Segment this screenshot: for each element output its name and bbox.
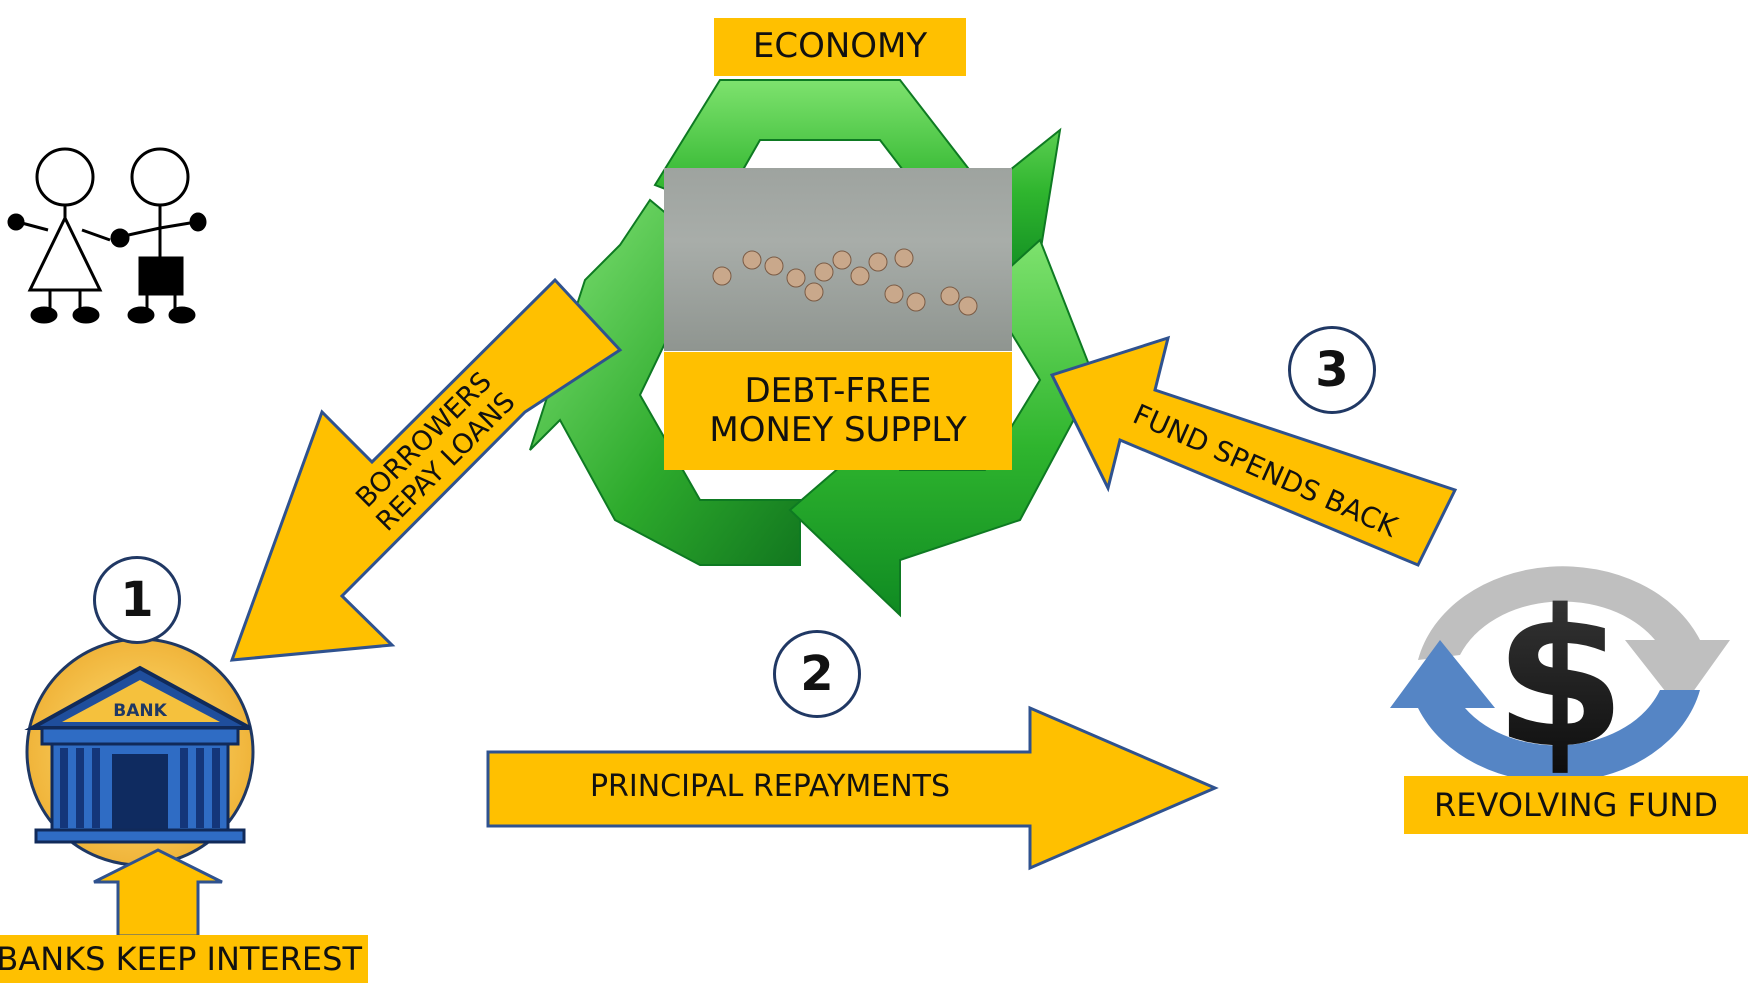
economy-label: ECONOMY [714,18,966,76]
revolving-fund-label-text: REVOLVING FUND [1434,785,1718,824]
economy-label-text: ECONOMY [752,26,928,67]
banks-keep-interest-label-text: BANKS KEEP INTEREST [0,939,362,978]
principal-repayments-text: PRINCIPAL REPAYMENTS [560,769,980,805]
people-swimming-photo [664,168,1012,351]
step-3-badge: 3 [1288,326,1376,414]
step-3-number: 3 [1315,342,1349,398]
dollar-cycle-icon: $ [1390,566,1730,790]
stick-figures-icon [7,147,207,324]
money-supply-line2: MONEY SUPPLY [709,410,967,450]
borrowers-repay-arrow [229,277,623,662]
step-1-badge: 1 [93,556,181,644]
bank-building-icon: BANK [24,637,255,867]
money-supply-line1: DEBT-FREE [744,370,932,411]
step-2-badge: 2 [773,630,861,718]
bank-sign-text: BANK [113,701,167,721]
money-supply-label: DEBT-FREE MONEY SUPPLY [664,352,1012,470]
svg-text:$: $ [1494,569,1626,790]
step-2-number: 2 [800,646,834,702]
step-1-number: 1 [120,572,154,628]
principal-repayments-label: PRINCIPAL REPAYMENTS [589,769,951,804]
principal-repayments-arrow [486,705,1219,871]
banks-keep-interest-arrow [93,848,223,938]
fund-spends-back-arrow [1049,335,1458,567]
banks-keep-interest-label: BANKS KEEP INTEREST [0,935,368,983]
revolving-fund-label: REVOLVING FUND [1404,776,1748,834]
